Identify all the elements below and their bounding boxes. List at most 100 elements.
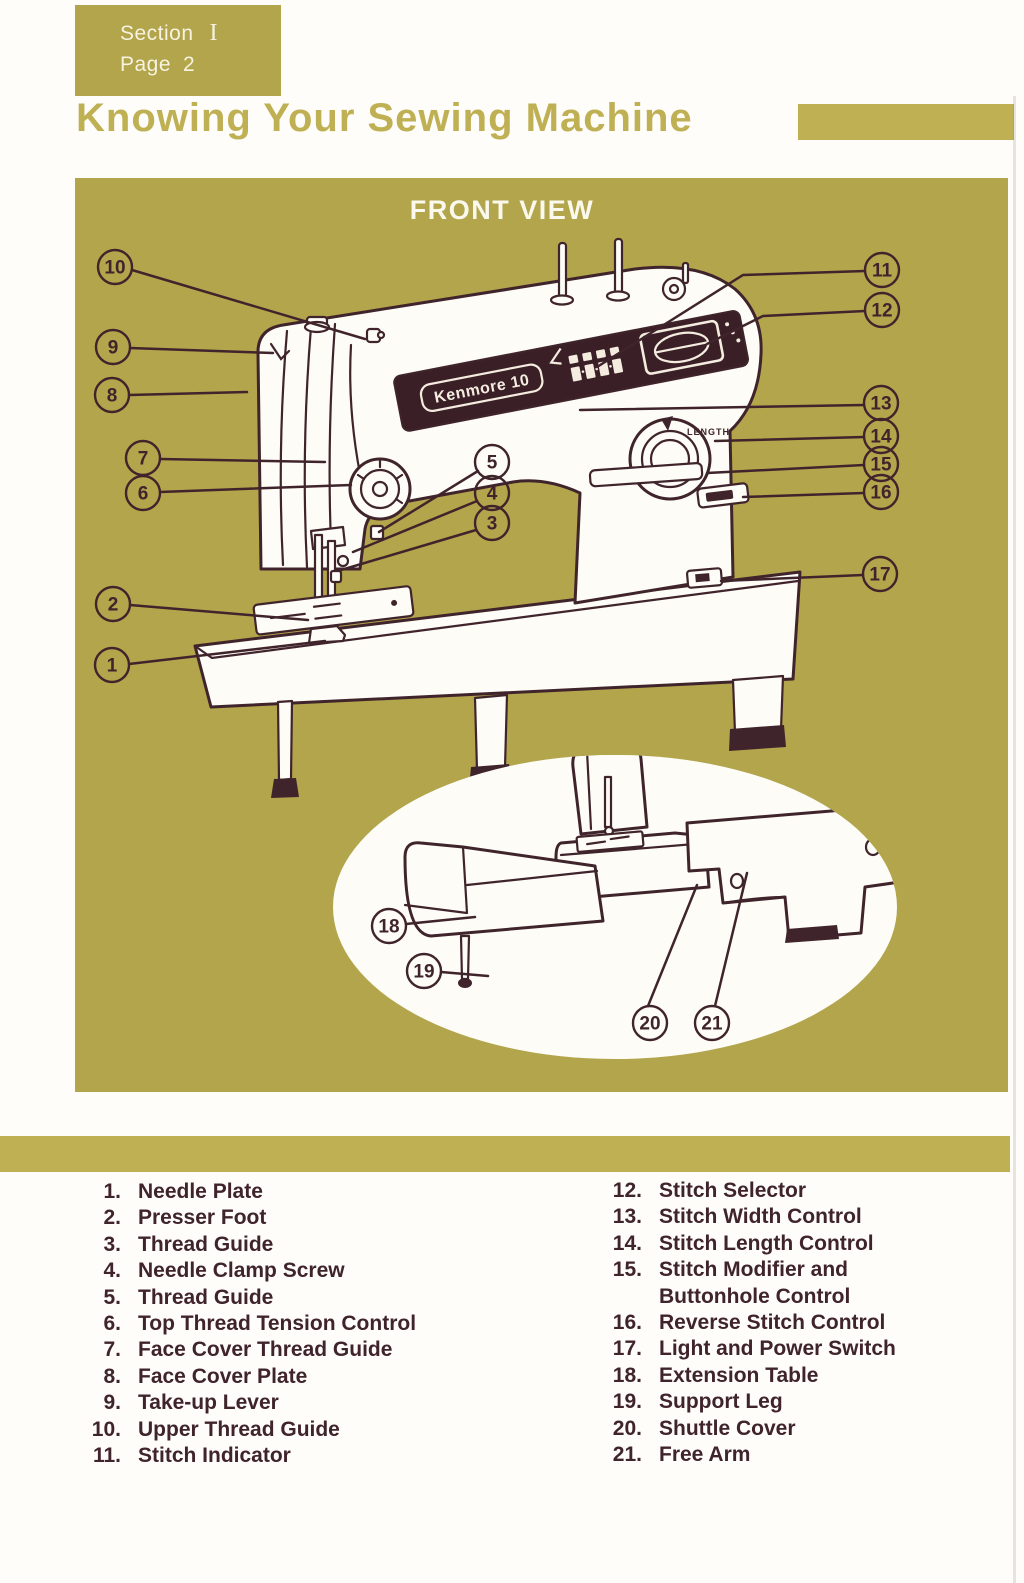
legend-item-label: Presser Foot [138, 1206, 267, 1230]
callout-leader-line [741, 491, 866, 499]
callout-circle [96, 248, 134, 286]
legend-item-number: 21. [612, 1443, 642, 1467]
callout-circle [93, 376, 131, 414]
legend-item-label: Reverse Stitch Control [659, 1311, 886, 1335]
needle-clamp-screw [336, 554, 350, 568]
callout-circle [861, 555, 899, 593]
callout-19: 19 [405, 952, 490, 990]
callout-leader-line [351, 499, 479, 554]
legend-item: 15.Stitch Modifier and Buttonhole Contro… [596, 1257, 896, 1310]
callout-leader-line [713, 871, 749, 1008]
callout-number: 14 [870, 427, 892, 448]
sewing-machine-diagram: FRONT VIEW [93, 195, 901, 1059]
legend-item-label: Take-up Lever [138, 1391, 279, 1415]
callout-circle [94, 328, 132, 366]
callout-number: 16 [870, 483, 891, 504]
legend-item: 7. Face Cover Thread Guide [75, 1337, 416, 1363]
callout-5: 5 [377, 443, 511, 534]
callout-leader-line [719, 573, 865, 583]
legend-item-label: Shuttle Cover [659, 1416, 796, 1440]
callout-circle [863, 291, 901, 329]
callout-circle [693, 1004, 731, 1042]
legend-item-number: 8. [103, 1364, 121, 1388]
diagram-panel: FRONT VIEW [75, 178, 1008, 1092]
callout-number: 5 [487, 453, 498, 474]
callout-leader-line [705, 463, 866, 475]
legend-item-label: Thread Guide [138, 1285, 274, 1309]
legend-item-number: 14. [612, 1231, 642, 1255]
legend-item: 21. Free Arm [596, 1442, 896, 1468]
callout-number: 21 [701, 1014, 723, 1035]
legend-item: 6.Top Thread Tension Control [75, 1311, 416, 1337]
callout-leader-line [578, 403, 866, 412]
callout-leader-line [404, 915, 477, 926]
callout-18: 18 [370, 907, 477, 945]
callout-number: 2 [108, 595, 119, 616]
callout-21: 21 [693, 871, 749, 1042]
callout-circle [862, 473, 900, 511]
legend-item-number: 7. [103, 1338, 121, 1362]
machine-illustration: Kenmore 10 [193, 237, 802, 798]
legend-item-label: Face Cover Thread Guide [138, 1338, 393, 1362]
callout-leader-line [158, 457, 327, 464]
legend-item: 10.Upper Thread Guide [75, 1417, 416, 1443]
stitch-length-dial: LENGTH [588, 416, 729, 501]
stitch-indicator [549, 346, 624, 382]
callout-number: 6 [138, 484, 149, 505]
callout-number: 18 [378, 917, 399, 938]
legend-item-number: 9. [103, 1391, 121, 1415]
callout-circle [405, 952, 443, 990]
legend-item-label: Needle Clamp Screw [138, 1259, 345, 1283]
legend-item: 20.Shuttle Cover [596, 1416, 896, 1442]
legend-item: 1.Needle Plate [75, 1179, 416, 1205]
legend-item: 16. Reverse Stitch Control [596, 1310, 896, 1336]
legend-item-number: 19. [612, 1390, 642, 1414]
legend-item: 13.Stitch Width Control [596, 1204, 896, 1230]
legend-item: 3. Thread Guide [75, 1232, 416, 1258]
legend-item-number: 16. [612, 1311, 642, 1335]
callout-circle [863, 251, 901, 289]
callout-number: 19 [413, 962, 434, 983]
callout-circle [862, 445, 900, 483]
callout-circle [93, 646, 131, 684]
legend-item-label: Stitch Indicator [138, 1444, 291, 1468]
legend-item-label: Light and Power Switch [659, 1337, 896, 1361]
callout-leader-line [377, 469, 480, 534]
legend-item-label: Thread Guide [138, 1232, 274, 1256]
callout-8: 8 [93, 376, 249, 414]
front-leg [276, 699, 294, 782]
callout-number: 11 [872, 261, 893, 282]
callout-4: 4 [351, 474, 511, 554]
callout-11: 11 [595, 251, 901, 369]
callout-circle [473, 443, 511, 481]
legend-item-number: 4. [103, 1259, 121, 1283]
callout-3: 3 [339, 504, 511, 572]
legend-item: 18.Extension Table [596, 1363, 896, 1389]
legend-item-label: Upper Thread Guide [138, 1417, 340, 1441]
callout-circle [473, 474, 511, 512]
legend-item-label: Stitch Modifier and Buttonhole Control [659, 1258, 851, 1308]
callout-15: 15 [705, 445, 900, 483]
legend-item: 2.Presser Foot [75, 1205, 416, 1231]
page-edge-shadow [1013, 96, 1016, 1583]
spool-pins [549, 237, 631, 306]
callout-2: 2 [94, 585, 310, 623]
legend-item-label: Free Arm [659, 1443, 751, 1467]
take-up-lever [269, 342, 291, 361]
callout-number: 4 [487, 484, 498, 505]
legend-item-number: 3. [103, 1232, 121, 1256]
callout-leader-line [595, 269, 867, 369]
callout-leader-line [339, 528, 478, 572]
callout-circle [631, 1004, 669, 1042]
callout-leader-line [439, 970, 490, 978]
front-view-heading: FRONT VIEW [410, 195, 595, 225]
legend-item: 9. Take-up Lever [75, 1390, 416, 1416]
callout-number: 20 [639, 1014, 660, 1035]
callout-number: 9 [108, 338, 119, 359]
callout-12: 12 [705, 291, 901, 346]
